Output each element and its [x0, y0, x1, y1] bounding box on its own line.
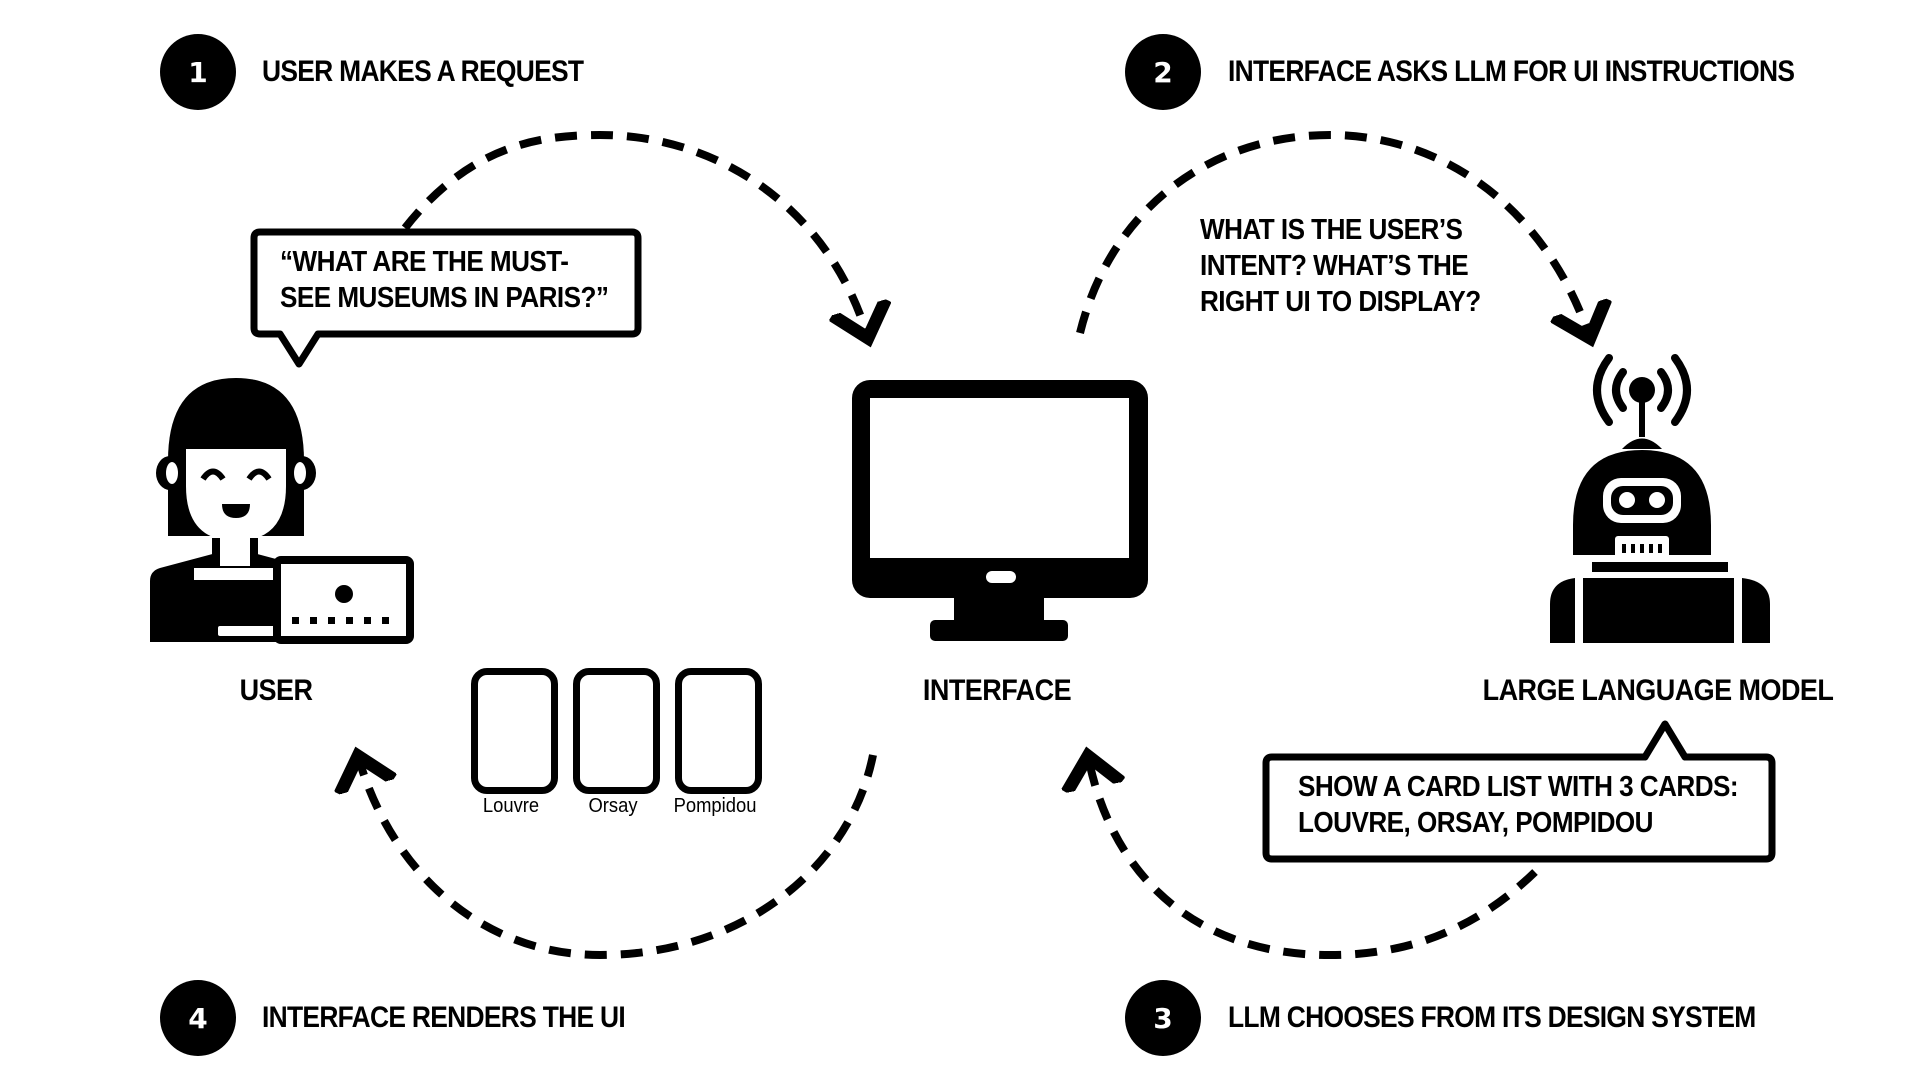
- card-label-louvre: Louvre: [482, 795, 540, 817]
- llm-label: LARGE LANGUAGE MODEL: [1482, 674, 1834, 707]
- desktop-monitor-icon: [852, 380, 1148, 641]
- arrow-user-to-interface: [401, 130, 868, 338]
- arrow-llm-to-interface: [1088, 756, 1538, 960]
- question-line: WHAT IS THE USER’S: [1200, 214, 1463, 246]
- card-label-orsay: Orsay: [588, 795, 638, 817]
- card-louvre[interactable]: [471, 668, 558, 794]
- card-label-pompidou: Pompidou: [673, 795, 757, 817]
- robot-icon: [1550, 354, 1770, 643]
- step-4-title: INTERFACE RENDERS THE UI: [262, 1001, 626, 1034]
- card-pompidou[interactable]: [675, 668, 762, 794]
- user-with-laptop-icon: [150, 378, 414, 644]
- arrow-interface-to-llm: [1076, 130, 1590, 338]
- step-4-badge: 4: [160, 980, 236, 1056]
- bubble-line: SEE MUSEUMS IN PARIS?”: [280, 282, 609, 314]
- step-number: 1: [188, 55, 208, 89]
- step-2-badge: 2: [1125, 34, 1201, 110]
- step-1-title: USER MAKES A REQUEST: [262, 55, 584, 88]
- user-label: USER: [239, 674, 313, 707]
- arrow-interface-to-user: [358, 755, 877, 960]
- step-number: 2: [1153, 55, 1173, 89]
- bubble-line: LOUVRE, ORSAY, POMPIDOU: [1298, 807, 1654, 839]
- bubble-line: “WHAT ARE THE MUST-: [280, 246, 569, 278]
- step-number: 3: [1153, 1001, 1173, 1035]
- llm-bubble-text: SHOW A CARD LIST WITH 3 CARDS: LOUVRE, O…: [1298, 769, 1739, 841]
- bubble-line: SHOW A CARD LIST WITH 3 CARDS:: [1298, 771, 1739, 803]
- question-line: RIGHT UI TO DISPLAY?: [1200, 286, 1481, 318]
- step-3-title: LLM CHOOSES FROM ITS DESIGN SYSTEM: [1228, 1001, 1756, 1034]
- interface-question: WHAT IS THE USER’S INTENT? WHAT’S THE RI…: [1200, 212, 1481, 320]
- user-bubble-text: “WHAT ARE THE MUST- SEE MUSEUMS IN PARIS…: [280, 244, 609, 316]
- step-number: 4: [188, 1001, 208, 1035]
- step-2-title: INTERFACE ASKS LLM FOR UI INSTRUCTIONS: [1228, 55, 1795, 88]
- step-3-badge: 3: [1125, 980, 1201, 1056]
- card-orsay[interactable]: [573, 668, 660, 794]
- step-1-badge: 1: [160, 34, 236, 110]
- question-line: INTENT? WHAT’S THE: [1200, 250, 1469, 282]
- interface-label: INTERFACE: [922, 674, 1072, 707]
